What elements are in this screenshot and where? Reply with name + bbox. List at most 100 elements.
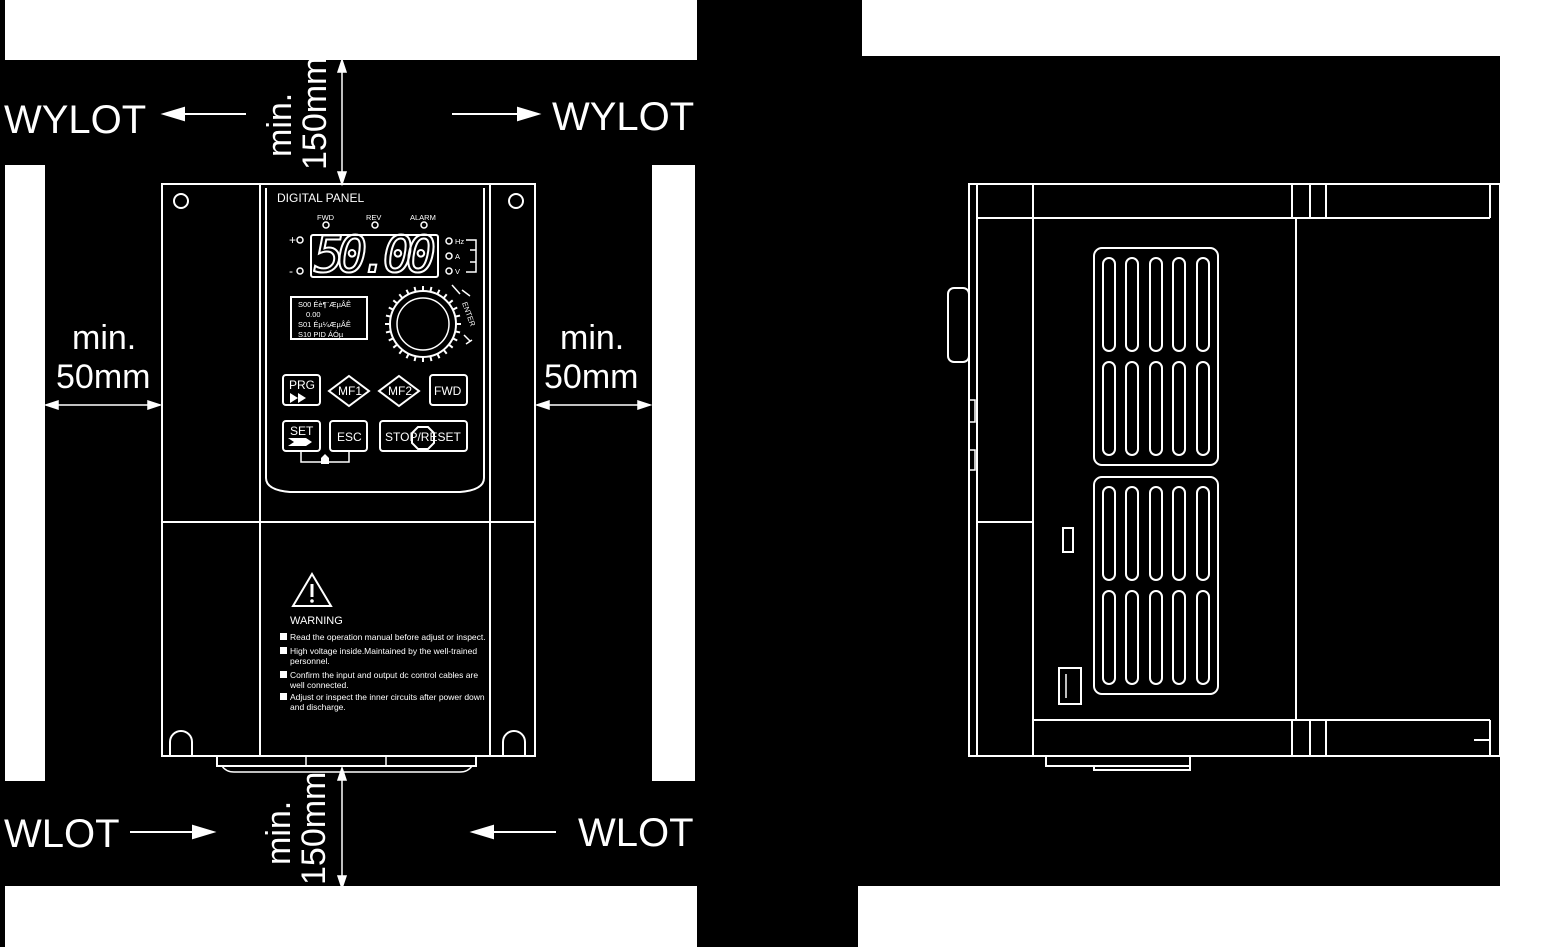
vent-slot [1149, 257, 1163, 352]
drive-side-view [947, 183, 1501, 771]
fwd-button[interactable]: FWD [429, 374, 468, 406]
top-clearance-line2: 150mm [296, 57, 334, 170]
vent-slot [1102, 486, 1116, 581]
mf1-button[interactable]: MF1 [327, 374, 371, 408]
right-clearance-line2: 50mm [544, 358, 638, 396]
checkbox-2 [280, 647, 287, 654]
bottom-wall-side [858, 886, 1500, 947]
side-port [1058, 667, 1082, 705]
knob-tooth [385, 330, 392, 334]
vent-slot [1102, 257, 1116, 352]
checkbox-4 [280, 693, 287, 700]
vent-slot [1149, 361, 1163, 456]
knob-tooth [388, 306, 394, 311]
warning-item2a: High voltage inside.Maintained by the we… [290, 646, 477, 656]
mf1-button-label: MF1 [338, 384, 362, 398]
stop-reset-button[interactable]: STOP/RESET [379, 420, 468, 452]
vent-slot [1125, 361, 1139, 456]
vent-slot [1102, 361, 1116, 456]
menu-line1: S00 Éè¶¨ÆµÂÊ [298, 300, 351, 309]
checkbox-1 [280, 633, 287, 640]
side-slot [1062, 527, 1074, 553]
menu-line4: S10 PID ÁÓµ [298, 330, 344, 339]
flow-arrows [130, 106, 556, 840]
mf2-button[interactable]: MF2 [377, 374, 421, 408]
prg-button-label: PRG [289, 378, 315, 392]
home-icon [321, 454, 329, 464]
vent-slot [1125, 486, 1139, 581]
menu-label-box [290, 296, 368, 340]
knob-tooth [454, 330, 461, 334]
walls [5, 0, 1552, 947]
warning-item3b: well connected. [289, 680, 349, 690]
set-button-label: SET [290, 424, 314, 438]
vent-grille-lower [1093, 476, 1219, 695]
vent-slot [1172, 590, 1186, 685]
led-alarm-label: ALARM [410, 213, 436, 222]
warning-label: WARNING Read the operation manual before… [280, 572, 486, 712]
enter-label: ENTER [460, 301, 477, 329]
panel-title: DIGITAL PANEL [277, 191, 364, 205]
knob-tooth [413, 355, 417, 362]
base-foot [216, 756, 477, 767]
led-rev [371, 221, 379, 229]
stop-reset-button-label: STOP/RESET [385, 430, 461, 444]
warning-item3a: Confirm the input and output dc control … [290, 670, 478, 680]
set-button[interactable]: SET [282, 420, 321, 452]
inlet-left-label: WLOT [4, 812, 120, 856]
menu-line3: S01 Éµ¼ÆµÂÊ [298, 320, 351, 329]
top-wall-left [5, 0, 697, 60]
shift-arrow-icon [288, 438, 312, 446]
vent-slot [1149, 486, 1163, 581]
warning-triangle-icon [291, 572, 333, 607]
side-wall-left [5, 165, 45, 781]
digital-panel: DIGITAL PANEL FWD REV ALARM + - 50.00 Hz… [265, 188, 485, 493]
knob-tooth [442, 349, 448, 355]
knob-tooth [454, 314, 461, 318]
mount-slot-br [502, 730, 526, 756]
knob-tooth [398, 293, 404, 299]
unit-a: A [455, 252, 460, 261]
potentiometer-knob[interactable] [385, 286, 461, 362]
back-wall-side [1500, 56, 1552, 947]
knob-tooth [452, 306, 458, 311]
minus-label: - [289, 264, 293, 278]
led-fwd-label: FWD [317, 213, 335, 222]
right-clearance-line1: min. [560, 319, 624, 357]
vent-slot [1172, 361, 1186, 456]
mount-hole-tl [173, 193, 189, 209]
clearance-arrows [43, 57, 653, 891]
top-clearance-line1: min. [261, 93, 299, 157]
fwd-button-label: FWD [434, 384, 462, 398]
knob-tooth [392, 299, 398, 305]
vent-grille-upper [1093, 247, 1219, 466]
outlet-right-label: WYLOT [552, 95, 694, 139]
esc-button[interactable]: ESC [329, 420, 368, 452]
knob-tooth [448, 343, 454, 349]
top-wall-side [862, 0, 1552, 56]
left-clearance-line1: min. [72, 319, 136, 357]
inlet-right-label: WLOT [578, 811, 694, 855]
warning-item4a: Adjust or inspect the inner circuits aft… [290, 692, 485, 702]
drive-front-view: DIGITAL PANEL FWD REV ALARM + - 50.00 Hz… [161, 183, 536, 773]
bottom-clearance-line1: min. [260, 801, 298, 865]
knob-tooth [413, 286, 417, 293]
esc-button-label: ESC [337, 430, 362, 444]
mf2-button-label: MF2 [388, 384, 412, 398]
menu-line2: 0.00 [306, 310, 321, 319]
warning-item2b: personnel. [290, 656, 330, 666]
vent-slot [1172, 486, 1186, 581]
left-clearance-line2: 50mm [56, 358, 150, 396]
mount-hole-tr [508, 193, 524, 209]
warning-item1: Read the operation manual before adjust … [290, 632, 486, 642]
warning-item4b: and discharge. [290, 702, 346, 712]
knob-side-profile [947, 287, 970, 363]
vent-slot [1125, 257, 1139, 352]
led-alarm [420, 221, 428, 229]
knob-tooth [448, 299, 454, 305]
prg-button[interactable]: PRG [282, 374, 321, 406]
knob-tooth [452, 337, 458, 342]
display-value: 50.00 [314, 226, 436, 284]
knob-tooth [442, 293, 448, 299]
